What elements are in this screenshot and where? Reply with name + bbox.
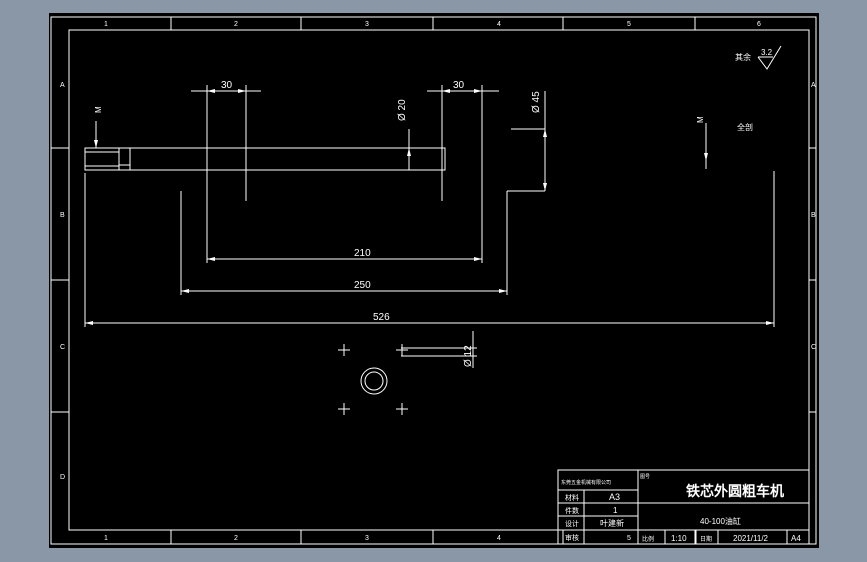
designer-label: 设计 bbox=[565, 519, 579, 528]
row-label: B bbox=[60, 212, 65, 219]
designer-value: 叶建新 bbox=[600, 518, 624, 528]
dim-210: 210 bbox=[354, 248, 371, 259]
checker-label: 审核 bbox=[565, 533, 579, 542]
date-value: 2021/11/2 bbox=[733, 534, 769, 543]
row-label: C bbox=[811, 344, 816, 351]
qty-value: 1 bbox=[613, 506, 618, 515]
dim-dia-12: Ø 12 bbox=[463, 345, 474, 367]
col-label: 2 bbox=[234, 21, 238, 28]
dim-250: 250 bbox=[354, 280, 371, 291]
zone-ticks bbox=[51, 17, 816, 544]
row-label: A bbox=[811, 82, 816, 89]
title-block-text: 东莞五金机械有限公司 图号 铁芯外圆粗车机 40-100油缸 材料 A3 件数 … bbox=[561, 474, 801, 543]
scale-value: 1:10 bbox=[671, 534, 687, 543]
col-label: 5 bbox=[627, 535, 631, 542]
row-label: B bbox=[811, 212, 816, 219]
row-label: D bbox=[60, 474, 65, 481]
qty-label: 件数 bbox=[565, 506, 579, 515]
dim-526: 526 bbox=[373, 312, 390, 323]
dim-30-left: 30 bbox=[221, 80, 233, 91]
col-label: 4 bbox=[497, 535, 501, 542]
drawing-title: 铁芯外圆粗车机 bbox=[686, 483, 784, 499]
section-label: 全剖 bbox=[737, 122, 753, 132]
drawing-subtitle: 40-100油缸 bbox=[700, 516, 741, 526]
roughness-symbol: 其余 3.2 bbox=[735, 45, 782, 70]
zone-labels: 1 2 3 4 5 6 1 2 3 4 5 A B C D A B C bbox=[60, 21, 816, 542]
material-value: A3 bbox=[609, 492, 620, 502]
cad-drawing: 1 2 3 4 5 6 1 2 3 4 5 A B C D A B C 其余 3… bbox=[50, 16, 817, 545]
row-label: A bbox=[60, 82, 65, 89]
material-label: 材料 bbox=[565, 493, 579, 502]
dimension-texts: 30 30 210 250 526 Ø 20 Ø 45 Ø 12 M M 全剖 bbox=[94, 80, 753, 367]
col-label: 5 bbox=[627, 21, 631, 28]
outer-border bbox=[50, 16, 817, 545]
inner-border bbox=[68, 29, 810, 531]
dim-30-right: 30 bbox=[453, 80, 465, 91]
col-label: 2 bbox=[234, 535, 238, 542]
flange-view bbox=[338, 344, 408, 415]
col-label: 4 bbox=[497, 21, 501, 28]
dimension-lines bbox=[84, 85, 775, 368]
company-name: 东莞五金机械有限公司 bbox=[561, 479, 611, 486]
cad-drawing-viewport[interactable]: 1 2 3 4 5 6 1 2 3 4 5 A B C D A B C 其余 3… bbox=[49, 13, 819, 548]
svg-text:其余: 其余 bbox=[735, 52, 751, 62]
arrow-heads bbox=[85, 89, 774, 325]
col-label: 3 bbox=[365, 21, 369, 28]
drawing-no-label: 图号 bbox=[640, 474, 650, 480]
dim-dia-45: Ø 45 bbox=[531, 91, 542, 113]
col-label: 3 bbox=[365, 535, 369, 542]
title-block-lines bbox=[557, 469, 810, 545]
date-label: 日期 bbox=[700, 535, 712, 543]
row-label: C bbox=[60, 344, 65, 351]
col-label: 1 bbox=[104, 535, 108, 542]
dim-m-right: M bbox=[696, 116, 705, 123]
dim-dia-20: Ø 20 bbox=[397, 99, 408, 121]
dim-m-left: M bbox=[94, 106, 103, 113]
col-label: 1 bbox=[104, 21, 108, 28]
shaft-outline bbox=[84, 147, 446, 171]
scale-label: 比例 bbox=[642, 535, 654, 543]
sheet-size: A4 bbox=[791, 534, 801, 543]
col-label: 6 bbox=[757, 21, 761, 28]
svg-text:3.2: 3.2 bbox=[761, 48, 773, 57]
